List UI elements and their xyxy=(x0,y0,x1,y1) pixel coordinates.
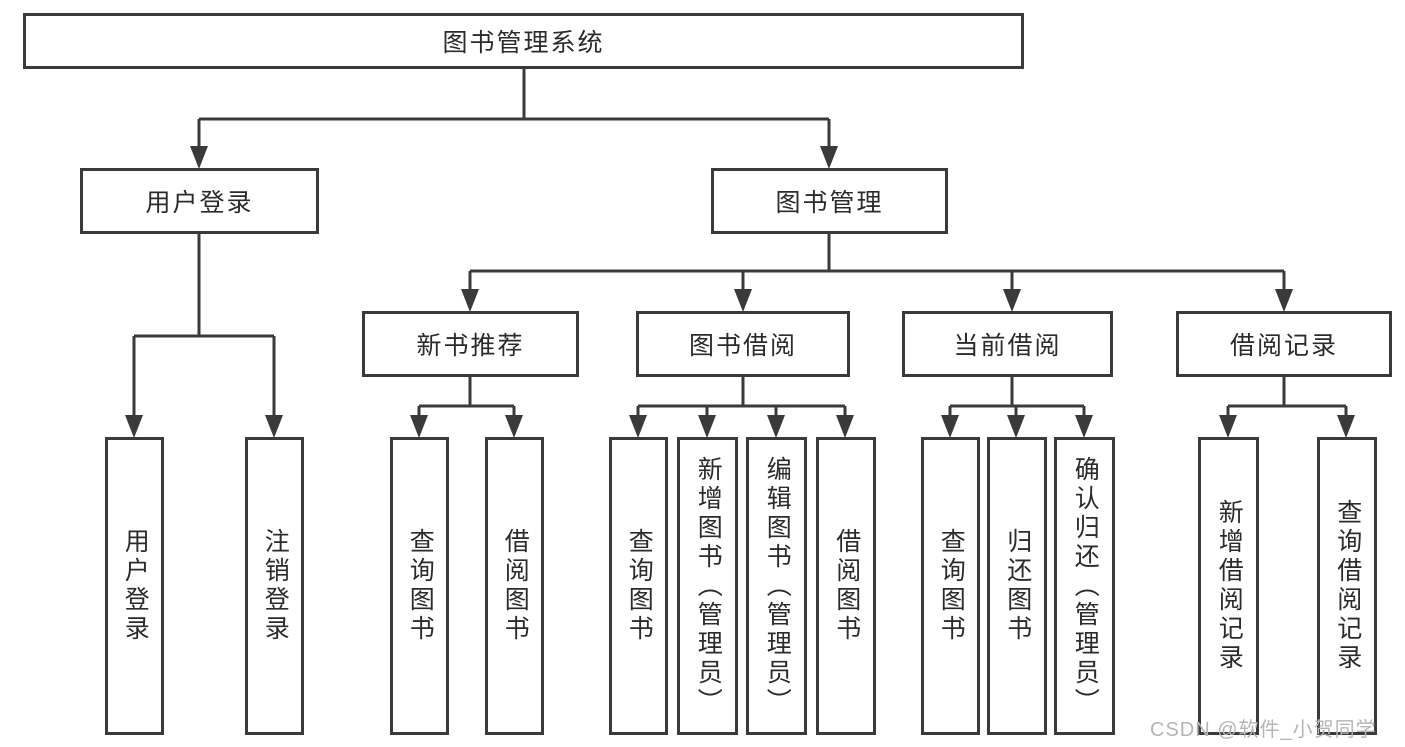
node-new-book-recommend: 新书推荐 xyxy=(362,311,579,377)
leaf-add-borrow-record: 新增借阅记录 xyxy=(1198,437,1259,735)
node-label: 确认归还（管理员） xyxy=(1071,455,1100,717)
node-label: 当前借阅 xyxy=(953,332,1062,360)
node-book-management: 图书管理 xyxy=(711,168,948,234)
leaf-query-books-1: 查询图书 xyxy=(390,437,449,735)
node-label: 借阅图书 xyxy=(832,528,861,644)
node-label: 归还图书 xyxy=(1003,528,1032,644)
node-label: 查询借阅记录 xyxy=(1333,499,1362,673)
node-label: 新增图书（管理员） xyxy=(694,455,723,717)
node-label: 借阅记录 xyxy=(1229,332,1338,360)
node-label: 新书推荐 xyxy=(416,332,525,360)
node-label: 注销登录 xyxy=(261,528,290,644)
node-label: 查询图书 xyxy=(937,528,966,644)
node-label: 编辑图书（管理员） xyxy=(763,455,792,717)
node-label: 图书借阅 xyxy=(688,332,797,360)
csdn-watermark: CSDN @软件_小贺同学 xyxy=(1150,719,1377,741)
leaf-user-login: 用户登录 xyxy=(105,437,164,735)
node-current-borrowing: 当前借阅 xyxy=(902,311,1113,377)
leaf-borrow-books-2: 借阅图书 xyxy=(816,437,876,735)
leaf-query-borrow-record: 查询借阅记录 xyxy=(1317,437,1377,735)
node-label: 用户登录 xyxy=(145,189,254,217)
arrowhead-icons xyxy=(125,146,1355,438)
node-label: 查询图书 xyxy=(625,528,654,644)
leaf-logout: 注销登录 xyxy=(245,437,304,735)
leaf-add-books-admin: 新增图书（管理员） xyxy=(677,437,738,735)
node-label: 新增借阅记录 xyxy=(1215,499,1244,673)
node-label: 借阅图书 xyxy=(501,528,530,644)
leaf-borrow-books-1: 借阅图书 xyxy=(485,437,544,735)
leaf-query-books-3: 查询图书 xyxy=(921,437,980,735)
node-book-borrowing: 图书借阅 xyxy=(636,311,850,377)
leaf-return-books: 归还图书 xyxy=(987,437,1047,735)
node-label: 用户登录 xyxy=(121,528,150,644)
node-label: 图书管理 xyxy=(775,189,884,217)
leaf-edit-books-admin: 编辑图书（管理员） xyxy=(746,437,807,735)
node-label: 图书管理系统 xyxy=(442,29,605,57)
leaf-confirm-return-admin: 确认归还（管理员） xyxy=(1054,437,1115,735)
node-label: 查询图书 xyxy=(406,528,435,644)
leaf-query-books-2: 查询图书 xyxy=(609,437,668,735)
node-borrowing-records: 借阅记录 xyxy=(1176,311,1392,377)
node-root-library-system: 图书管理系统 xyxy=(23,13,1024,69)
node-user-login: 用户登录 xyxy=(80,168,319,234)
